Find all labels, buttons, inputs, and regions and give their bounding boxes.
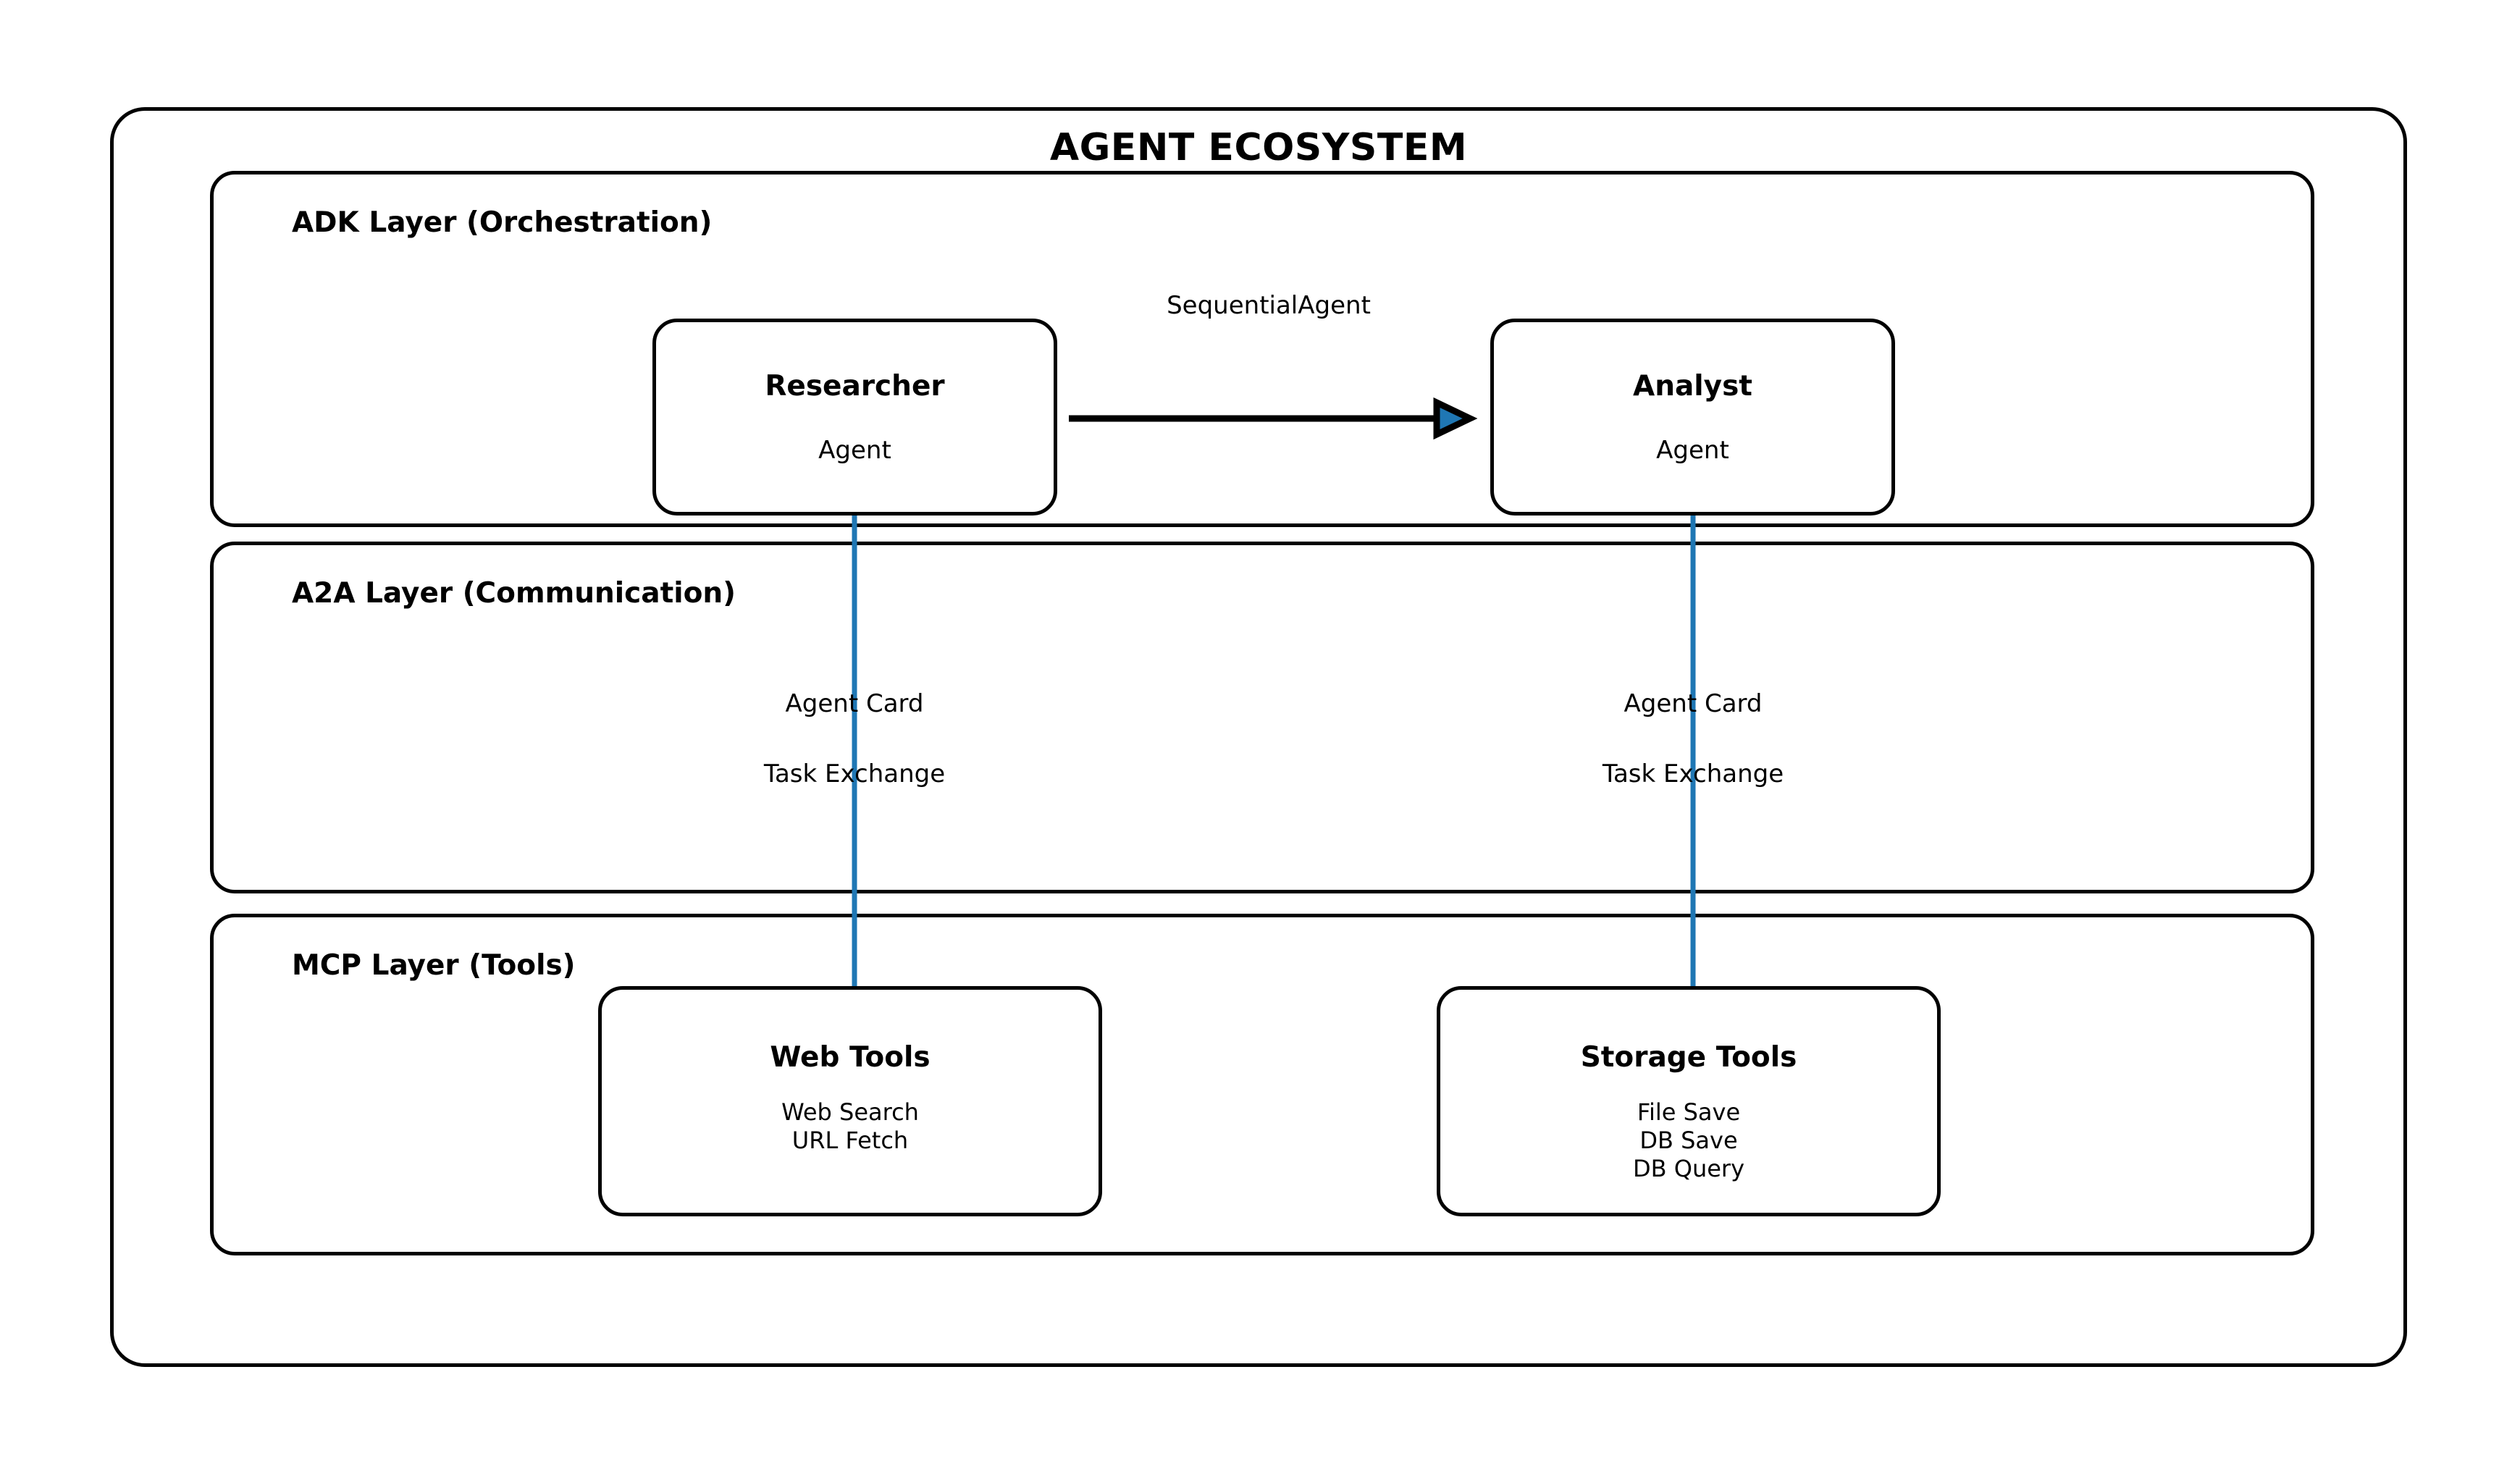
tool-list-storage-tools: File Save DB Save DB Query bbox=[1440, 1098, 1937, 1183]
a2a-label-agent-card-analyst: Agent Card bbox=[1624, 689, 1763, 718]
a2a-label-task-exchange-analyst: Task Exchange bbox=[1602, 759, 1784, 788]
layer-panel-adk: ADK Layer (Orchestration) bbox=[210, 171, 2314, 527]
tool-item: Web Search bbox=[781, 1098, 919, 1126]
agent-box-researcher[interactable]: Researcher Agent bbox=[652, 319, 1057, 516]
tool-item: File Save bbox=[1637, 1098, 1741, 1126]
agent-name-analyst: Analyst bbox=[1633, 369, 1752, 403]
layer-title-a2a: A2A Layer (Communication) bbox=[292, 577, 736, 610]
tool-name-storage-tools: Storage Tools bbox=[1580, 1041, 1797, 1074]
tool-item: URL Fetch bbox=[791, 1127, 909, 1155]
a2a-label-task-exchange-researcher: Task Exchange bbox=[763, 759, 946, 788]
tool-list-web-tools: Web Search URL Fetch bbox=[602, 1098, 1099, 1155]
agent-kind-researcher: Agent bbox=[818, 435, 891, 465]
agent-ecosystem-container: AGENT ECOSYSTEM bbox=[110, 107, 2407, 1367]
tool-box-web-tools[interactable]: Web Tools Web Search URL Fetch bbox=[598, 986, 1102, 1216]
layer-panel-a2a: A2A Layer (Communication) bbox=[210, 542, 2314, 893]
page-title: AGENT ECOSYSTEM bbox=[1049, 126, 1468, 169]
agent-kind-analyst: Agent bbox=[1656, 435, 1729, 465]
layer-title-mcp: MCP Layer (Tools) bbox=[292, 949, 576, 982]
agent-box-analyst[interactable]: Analyst Agent bbox=[1490, 319, 1895, 516]
tool-item: DB Query bbox=[1632, 1155, 1744, 1183]
layer-title-adk: ADK Layer (Orchestration) bbox=[292, 206, 713, 239]
agent-name-researcher: Researcher bbox=[765, 369, 945, 403]
tool-box-storage-tools[interactable]: Storage Tools File Save DB Save DB Query bbox=[1437, 986, 1941, 1216]
layer-panel-mcp: MCP Layer (Tools) bbox=[210, 914, 2314, 1255]
a2a-label-agent-card-researcher: Agent Card bbox=[785, 689, 924, 718]
flow-label-sequential-agent: SequentialAgent bbox=[1167, 291, 1371, 320]
tool-item: DB Save bbox=[1639, 1127, 1738, 1155]
tool-name-web-tools: Web Tools bbox=[770, 1041, 931, 1074]
